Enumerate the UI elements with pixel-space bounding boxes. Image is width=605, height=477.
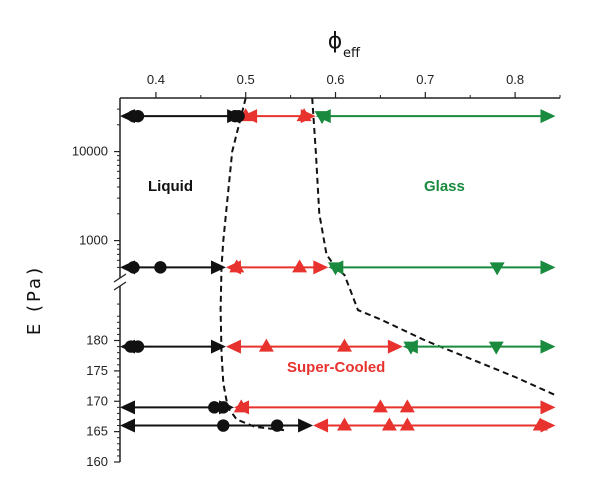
supercooled-point (372, 399, 388, 413)
supercooled-point (399, 399, 415, 413)
axis-break-mark (113, 281, 127, 291)
glass-range-arrow (402, 339, 556, 354)
left-axis-tick-label: 1000 (79, 233, 108, 248)
liquid-range-arrow (120, 418, 314, 433)
top-axis-title: ϕ (328, 29, 343, 54)
boundary-liquid-supercooled (219, 97, 287, 432)
liquid-point (232, 109, 245, 123)
supercooled-range-arrow-left-head (225, 339, 241, 354)
supercooled-point (532, 417, 548, 431)
left-axis-title: E (Pa) (24, 265, 45, 335)
top-axis-tick-label: 0.4 (147, 72, 165, 87)
left-axis-tick-label: 175 (86, 363, 108, 378)
left-axis-tick-label: 160 (86, 454, 108, 469)
liquid-point (270, 419, 284, 432)
supercooled-point (292, 259, 308, 273)
supercooled-range-arrow-left-head (313, 418, 329, 433)
glass-range-arrow (328, 260, 556, 275)
liquid-point (208, 401, 221, 414)
boundary-supercooled-glass (311, 97, 556, 397)
supercooled-range-arrow-right-head (387, 339, 403, 354)
liquid-point (217, 401, 230, 414)
liquid-range-arrow-left-head (120, 400, 135, 415)
region-label-super-cooled: Super-Cooled (287, 359, 385, 376)
glass-range-arrow-right-head (540, 109, 556, 124)
supercooled-point (336, 417, 352, 431)
liquid-point (127, 261, 140, 274)
glass-range-arrow-right-head (540, 339, 556, 354)
supercooled-point (233, 399, 249, 413)
region-label-liquid: Liquid (148, 178, 193, 195)
supercooled-range-arrow (234, 400, 556, 415)
supercooled-point (336, 338, 352, 352)
boundary-lines (219, 97, 556, 432)
liquid-range-arrow-right-head (210, 260, 226, 275)
liquid-point (131, 109, 145, 123)
left-axis-tick-label: 180 (86, 333, 108, 348)
region-label-glass: Glass (424, 178, 465, 195)
supercooled-range-arrow-right-head (313, 260, 329, 275)
liquid-point (217, 419, 230, 432)
top-axis-tick-label: 0.6 (326, 72, 344, 87)
left-axis-tick-label: 165 (86, 424, 108, 439)
glass-range-arrow (315, 109, 556, 124)
liquid-point (131, 340, 145, 353)
top-axis-tick-label: 0.8 (506, 72, 524, 87)
supercooled-point (399, 417, 415, 431)
supercooled-range-arrow (225, 339, 403, 354)
liquid-range-arrow-right-head (210, 339, 226, 354)
liquid-range-arrow-right-head (298, 418, 314, 433)
glass-range-arrow-right-head (540, 260, 556, 275)
supercooled-point (381, 417, 397, 431)
supercooled-point (229, 259, 245, 273)
top-axis-tick-label: 0.7 (416, 72, 434, 87)
liquid-point (154, 261, 167, 274)
supercooled-range-arrow-right-head (540, 400, 556, 415)
glass-point (328, 262, 344, 276)
left-axis-tick-label: 170 (86, 393, 108, 408)
data-rows (120, 108, 556, 433)
supercooled-point (296, 108, 312, 122)
top-axis-title-subscript: eff (343, 46, 361, 61)
liquid-range-arrow-left-head (120, 418, 135, 433)
glass-point (314, 111, 330, 125)
supercooled-point (258, 338, 274, 352)
top-axis-tick-label: 0.5 (237, 72, 255, 87)
left-axis-tick-label: 10000 (72, 144, 108, 159)
glass-point (489, 262, 505, 276)
glass-point (488, 341, 504, 355)
glass-point (403, 341, 419, 355)
axis-break-mark (113, 273, 127, 283)
